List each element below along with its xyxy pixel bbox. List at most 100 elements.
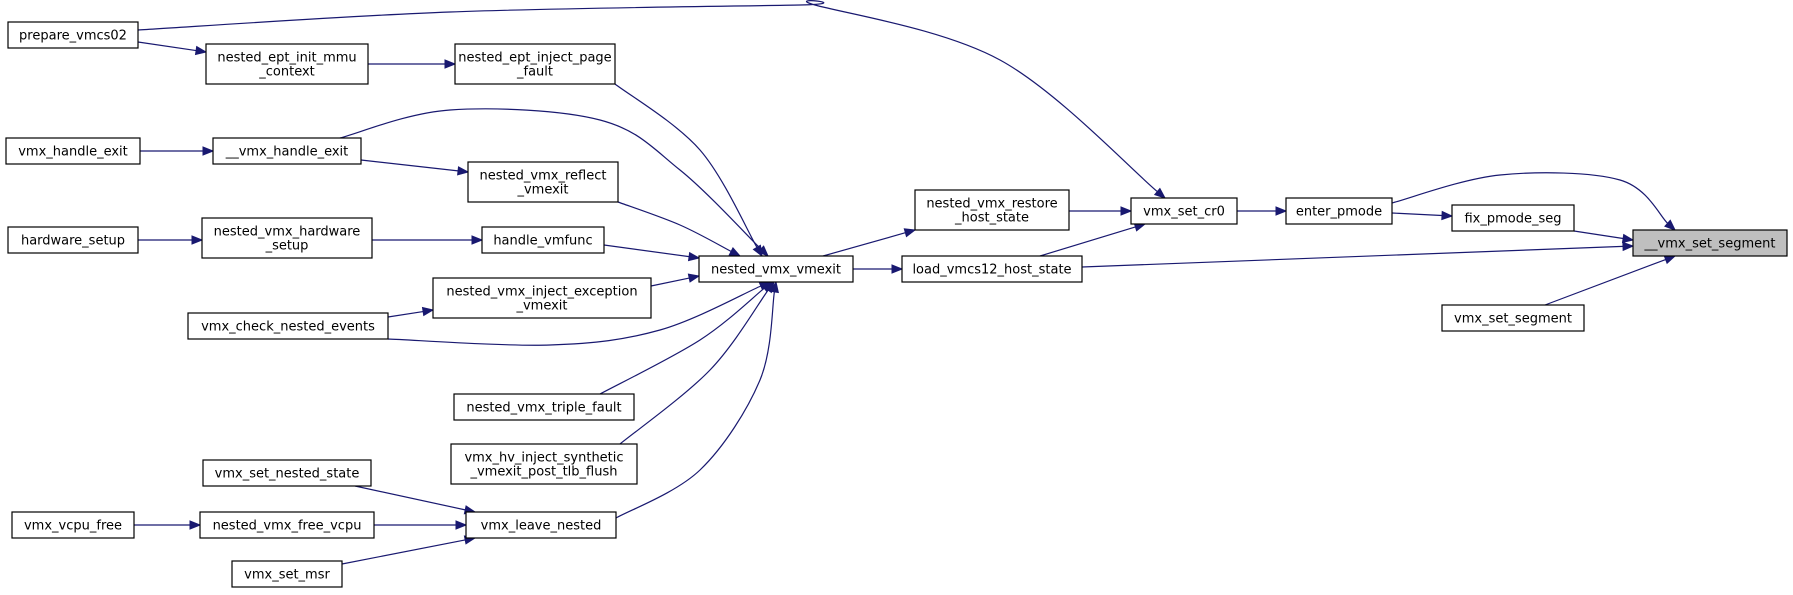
arrowhead-icon [1663, 255, 1677, 265]
node-box[interactable] [432, 277, 652, 319]
graph-nodes: __vmx_set_segment fix_pmode_seg vmx_set_se… [5, 21, 1788, 588]
node-enter_pmode[interactable]: enter_pmode [1285, 197, 1393, 225]
node-box[interactable] [465, 511, 617, 539]
node-box[interactable] [453, 393, 635, 421]
edge-vmx_check_nested_events-to-nested_vmx_inject_exception_vmexit [387, 306, 435, 318]
arrowhead-icon [1621, 233, 1635, 244]
node-nested_vmx_free_vcpu[interactable]: nested_vmx_free_vcpu [199, 511, 375, 539]
node-label: nested_vmx_hardware [214, 225, 361, 240]
node-box[interactable] [201, 217, 373, 259]
node-vmx_set_msr[interactable]: vmx_set_msr [231, 560, 343, 588]
edge-nested_vmx_hardware_setup-to-handle_vmfunc [372, 235, 484, 245]
node-label: vmx_set_segment [1454, 312, 1572, 327]
node-label: __vmx_handle_exit [225, 145, 349, 160]
node-label: fix_pmode_seg [1464, 212, 1561, 227]
node-prepare_vmcs02[interactable]: prepare_vmcs02 [7, 21, 139, 49]
node-hardware_setup[interactable]: hardware_setup [7, 226, 139, 254]
edge-hardware_setup-to-nested_vmx_hardware_setup [138, 235, 204, 245]
arrowhead-icon [1275, 206, 1288, 216]
node-vmx_handle_exit[interactable]: vmx_handle_exit [5, 137, 141, 165]
edge-line [1391, 212, 1443, 217]
edge-fix_pmode_seg-to-vmx_set_segment_internal [1573, 230, 1635, 244]
edge-prepare_vmcs02-to-nested_ept_init_mmu_context [137, 41, 208, 56]
edge-vmx_handle_exit_internal-to-nested_vmx_vmexit [339, 108, 769, 257]
node-label: _vmexit [516, 183, 568, 198]
edge-vmx_handle_exit-to-vmx_handle_exit_internal [140, 146, 215, 156]
node-box[interactable] [1451, 204, 1575, 232]
node-box[interactable] [481, 226, 605, 254]
edge-line [1391, 172, 1669, 224]
node-box[interactable] [1441, 304, 1585, 332]
arrowhead-icon [687, 251, 701, 262]
node-fix_pmode_seg[interactable]: fix_pmode_seg [1451, 204, 1575, 232]
node-label: _vmexit [515, 299, 567, 314]
node-nested_ept_inject_page_fault[interactable]: nested_ept_inject_page_fault [454, 43, 616, 85]
edge-line [615, 291, 775, 519]
arrowhead-icon [471, 235, 484, 245]
node-nested_vmx_vmexit[interactable]: nested_vmx_vmexit [698, 255, 854, 283]
node-vmx_vcpu_free[interactable]: vmx_vcpu_free [11, 511, 135, 539]
node-box[interactable] [5, 137, 141, 165]
arrowhead-icon [191, 235, 204, 245]
node-box[interactable] [11, 511, 135, 539]
node-label: nested_vmx_inject_exception [446, 285, 637, 300]
arrowhead-icon [455, 520, 468, 530]
node-label: load_vmcs12_host_state [912, 263, 1071, 278]
edge-enter_pmode-to-fix_pmode_seg [1391, 210, 1454, 221]
edge-line [617, 201, 732, 252]
node-vmx_handle_exit_internal[interactable]: __vmx_handle_exit [212, 137, 362, 165]
node-box[interactable] [450, 443, 638, 485]
node-vmx_set_segment[interactable]: vmx_set_segment [1441, 304, 1585, 332]
graph-edges [134, 0, 1677, 565]
edge-prepare_vmcs02-to-vmx_set_cr0 [137, 0, 1167, 199]
node-box[interactable] [467, 161, 619, 203]
edge-line [822, 232, 906, 257]
node-label: vmx_set_nested_state [215, 467, 360, 482]
edge-line [387, 310, 424, 318]
node-nested_ept_init_mmu_context[interactable]: nested_ept_init_mmu_context [205, 43, 369, 85]
node-box[interactable] [212, 137, 362, 165]
node-box[interactable] [7, 21, 139, 49]
edge-vmx_set_segment-to-vmx_set_segment_internal [1544, 255, 1677, 306]
arrowhead-icon [444, 59, 457, 69]
node-box[interactable] [205, 43, 369, 85]
node-load_vmcs12_host_state[interactable]: load_vmcs12_host_state [901, 255, 1083, 283]
node-box[interactable] [7, 226, 139, 254]
edge-vmx_set_msr-to-vmx_leave_nested [341, 535, 477, 565]
node-box[interactable] [454, 43, 616, 85]
node-vmx_check_nested_events[interactable]: vmx_check_nested_events [187, 312, 389, 340]
node-box[interactable] [199, 511, 375, 539]
edge-vmx_leave_nested-to-nested_vmx_vmexit [615, 280, 779, 519]
node-vmx_set_segment_internal[interactable]: __vmx_set_segment [1632, 229, 1788, 257]
node-vmx_hv_inject_synthetic_vmexit_post_tlb_flush[interactable]: vmx_hv_inject_synthetic_vmexit_post_tlb_… [450, 443, 638, 485]
node-handle_vmfunc[interactable]: handle_vmfunc [481, 226, 605, 254]
node-box[interactable] [1632, 229, 1788, 257]
node-box[interactable] [698, 255, 854, 283]
node-box[interactable] [202, 459, 372, 487]
edge-line [1544, 258, 1666, 306]
node-label: prepare_vmcs02 [19, 29, 127, 44]
node-vmx_leave_nested[interactable]: vmx_leave_nested [465, 511, 617, 539]
node-nested_vmx_reflect_vmexit[interactable]: nested_vmx_reflect_vmexit [467, 161, 619, 203]
node-nested_vmx_hardware_setup[interactable]: nested_vmx_hardware_setup [201, 217, 373, 259]
arrowhead-icon [903, 228, 917, 238]
node-nested_vmx_triple_fault[interactable]: nested_vmx_triple_fault [453, 393, 635, 421]
node-box[interactable] [1285, 197, 1393, 225]
node-nested_vmx_inject_exception_vmexit[interactable]: nested_vmx_inject_exception_vmexit [432, 277, 652, 319]
node-box[interactable] [1130, 197, 1238, 225]
node-vmx_set_nested_state[interactable]: vmx_set_nested_state [202, 459, 372, 487]
edge-vmx_handle_exit_internal-to-nested_vmx_reflect_vmexit [360, 159, 470, 176]
node-label: nested_vmx_reflect [480, 169, 607, 184]
edge-line [1039, 226, 1136, 257]
node-box[interactable] [187, 312, 389, 340]
arrowhead-icon [728, 246, 742, 257]
node-box[interactable] [914, 189, 1070, 231]
node-box[interactable] [901, 255, 1083, 283]
arrowhead-icon [194, 45, 208, 56]
node-box[interactable] [231, 560, 343, 588]
node-nested_vmx_restore_host_state[interactable]: nested_vmx_restore_host_state [914, 189, 1070, 231]
edge-nested_vmx_reflect_vmexit-to-nested_vmx_vmexit [617, 201, 742, 257]
arrowhead-icon [1622, 241, 1635, 252]
node-vmx_set_cr0[interactable]: vmx_set_cr0 [1130, 197, 1238, 225]
